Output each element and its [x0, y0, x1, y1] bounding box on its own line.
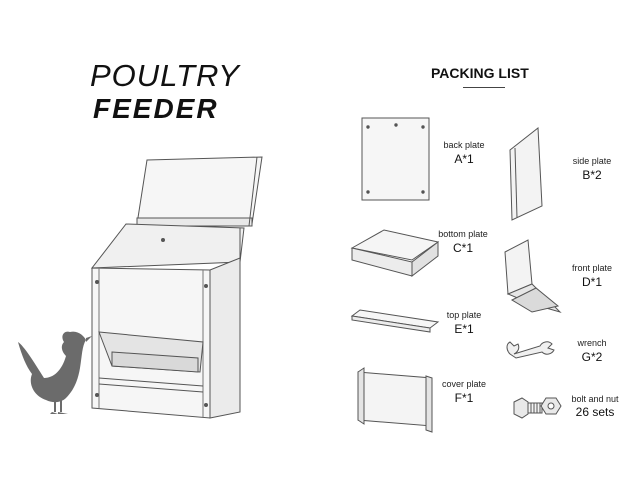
part-d-code: D*1 — [581, 275, 602, 289]
packing-list-heading: PACKING LIST — [431, 65, 529, 81]
part-c-bottom-plate-drawing — [350, 229, 440, 278]
part-b-label: side plate — [572, 156, 612, 166]
heading-underline — [463, 87, 505, 88]
part-e-label: top plate — [446, 310, 482, 320]
part-e-code: E*1 — [454, 322, 474, 336]
part-g-wrench-drawing — [506, 341, 555, 359]
title-feeder: FEEDER — [93, 93, 219, 124]
part-c-code: C*1 — [452, 241, 473, 255]
part-bolt-code: 26 sets — [575, 405, 615, 419]
part-c-label: bottom plate — [438, 229, 488, 239]
part-d-front-plate-drawing — [504, 239, 562, 314]
title-poultry: POULTRY — [90, 58, 240, 93]
part-f-label: cover plate — [441, 379, 487, 389]
part-bolt-and-nut-drawing — [513, 397, 562, 419]
part-b-code: B*2 — [582, 168, 602, 182]
part-f-code: F*1 — [454, 391, 474, 405]
rooster-silhouette — [18, 331, 92, 414]
part-f-cover-plate-drawing — [357, 367, 433, 433]
part-a-back-plate-drawing — [361, 117, 430, 201]
part-g-code: G*2 — [581, 350, 603, 364]
part-a-label: back plate — [443, 140, 485, 150]
part-b-side-plate-drawing — [509, 127, 543, 221]
part-bolt-label: bolt and nut — [571, 394, 619, 404]
part-g-label: wrench — [577, 338, 607, 348]
part-d-label: front plate — [571, 263, 613, 273]
feeder-assembled-drawing — [90, 156, 263, 419]
part-a-code: A*1 — [454, 152, 474, 166]
part-e-top-plate-drawing — [350, 309, 440, 333]
